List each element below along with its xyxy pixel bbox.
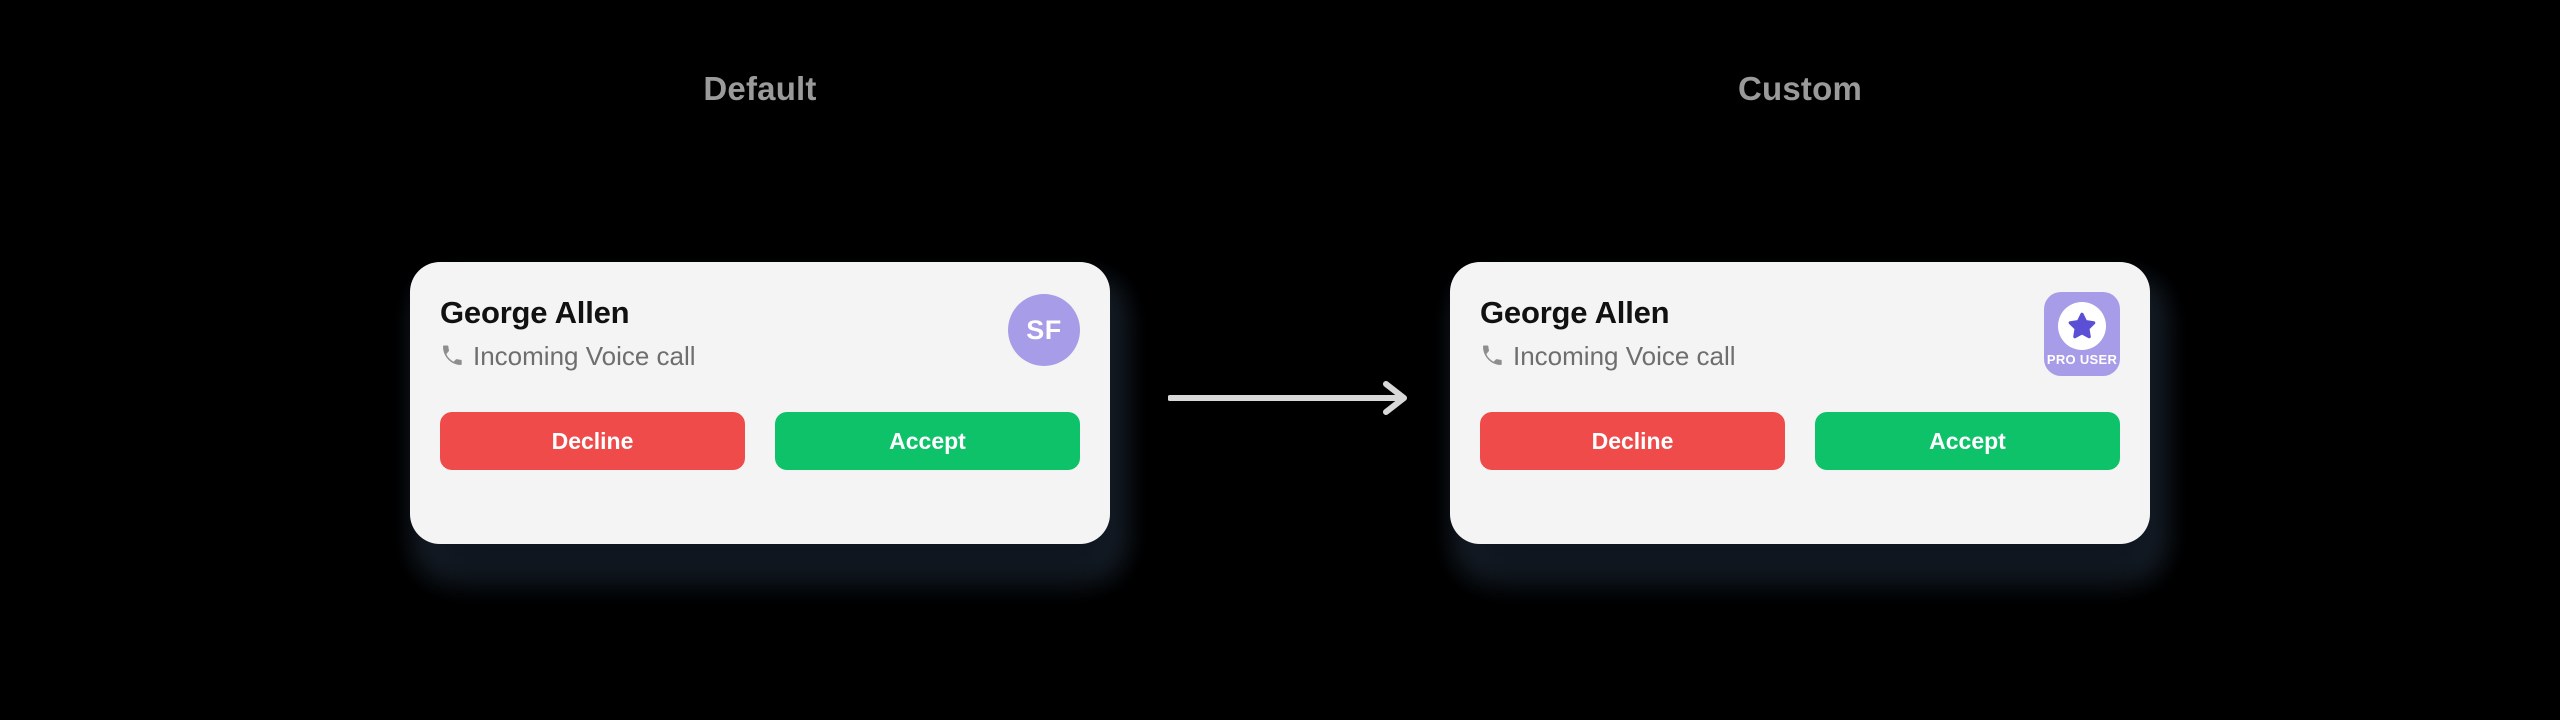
pro-user-badge: PRO USER (2044, 292, 2120, 376)
call-status-row: Incoming Voice call (440, 342, 696, 371)
incoming-call-card-custom: George Allen Incoming Voice call (1450, 262, 2150, 544)
default-card-container: George Allen Incoming Voice call SF Decl… (410, 262, 1124, 580)
star-icon (2068, 312, 2096, 339)
accept-button[interactable]: Accept (1815, 412, 2120, 470)
accept-button[interactable]: Accept (775, 412, 1080, 470)
decline-button[interactable]: Decline (1480, 412, 1785, 470)
call-status-text: Incoming Voice call (473, 341, 696, 372)
avatar-initials: SF (1026, 314, 1062, 345)
badge-label: PRO USER (2046, 352, 2118, 367)
call-status-text: Incoming Voice call (1513, 341, 1736, 372)
card-header: George Allen Incoming Voice call (1480, 290, 2120, 402)
caller-name: George Allen (440, 295, 630, 330)
column-heading-custom: Custom (1737, 70, 1863, 107)
caller-info: George Allen Incoming Voice call (440, 290, 696, 371)
decline-button[interactable]: Decline (440, 412, 745, 470)
call-status-row: Incoming Voice call (1480, 342, 1736, 371)
phone-icon (1483, 345, 1502, 366)
call-actions: Decline Accept (440, 412, 1080, 470)
badge-disc (2058, 302, 2106, 350)
caller-info: George Allen Incoming Voice call (1480, 290, 1736, 371)
incoming-call-card-default: George Allen Incoming Voice call SF Decl… (410, 262, 1110, 544)
call-actions: Decline Accept (1480, 412, 2120, 470)
column-heading-default: Default (703, 70, 817, 107)
phone-icon (443, 345, 462, 366)
card-header: George Allen Incoming Voice call SF (440, 290, 1080, 402)
avatar: SF (1008, 294, 1080, 366)
arrow-right-icon (1168, 381, 1407, 415)
custom-card-container: George Allen Incoming Voice call (1450, 262, 2164, 580)
caller-name: George Allen (1480, 295, 1670, 330)
